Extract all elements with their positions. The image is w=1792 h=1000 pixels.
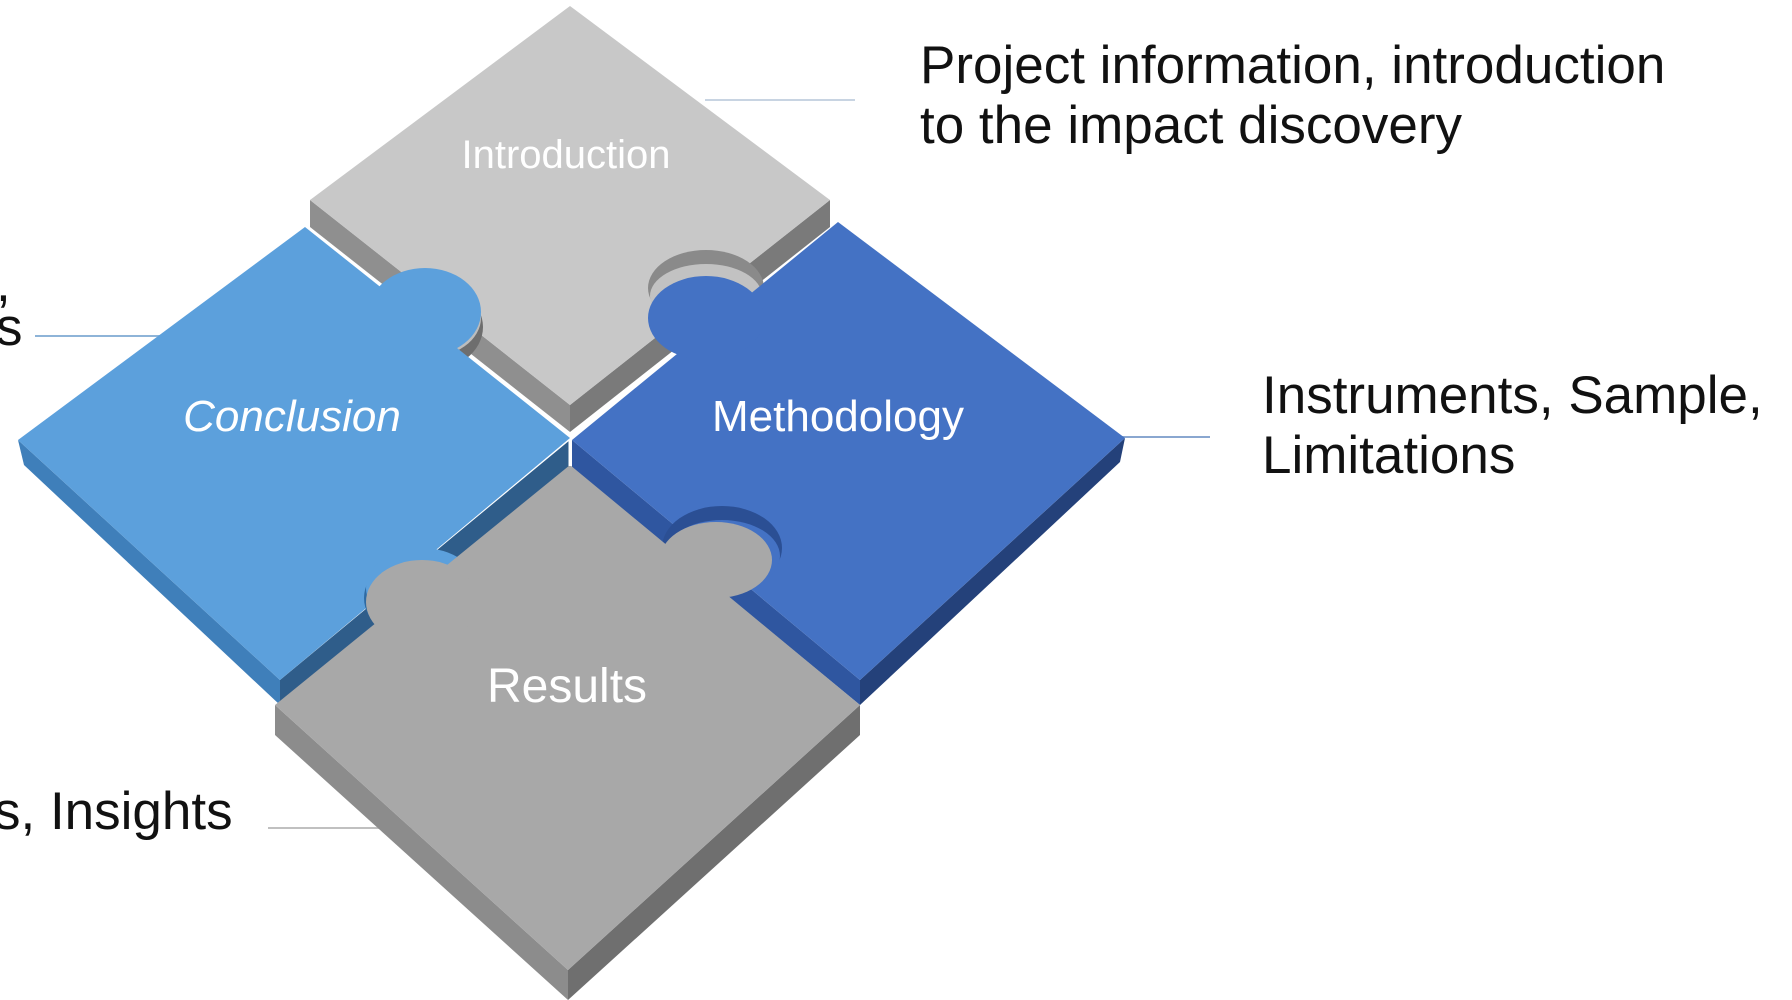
methodology-description-line1: Instruments, Sample, bbox=[1262, 366, 1763, 425]
methodology-label: Methodology bbox=[712, 392, 964, 441]
conclusion-label: Conclusion bbox=[183, 392, 401, 441]
results-description-line1: s, Insights bbox=[0, 782, 233, 841]
results-piece-side-left bbox=[275, 705, 568, 1000]
results-piece: Results bbox=[275, 465, 860, 1000]
results-label: Results bbox=[487, 660, 647, 713]
conclusion-description-line2: s bbox=[0, 298, 23, 357]
conclusion-piece-side-left bbox=[18, 440, 280, 705]
introduction-label: Introduction bbox=[461, 133, 670, 177]
results-knob-right bbox=[660, 522, 772, 598]
introduction-piece-top bbox=[310, 6, 830, 405]
methodology-piece: Methodology bbox=[572, 222, 1125, 705]
results-knob-left bbox=[366, 560, 478, 644]
introduction-description-line2: to the impact discovery bbox=[920, 96, 1463, 155]
methodology-description-line2: Limitations bbox=[1262, 426, 1516, 485]
methodology-description: Instruments, Sample, Limitations bbox=[1262, 366, 1763, 486]
introduction-description: Project information, introduction to the… bbox=[920, 36, 1665, 156]
methodology-piece-side-right bbox=[860, 438, 1125, 705]
conclusion-knob-top bbox=[369, 268, 481, 356]
conclusion-description: , s bbox=[0, 257, 23, 357]
introduction-description-line1: Project information, introduction bbox=[920, 36, 1666, 95]
results-description: s, Insights bbox=[0, 782, 233, 842]
methodology-knob-top bbox=[648, 276, 764, 360]
conclusion-description-line1: , bbox=[0, 257, 23, 310]
results-piece-side-right bbox=[568, 705, 860, 1000]
